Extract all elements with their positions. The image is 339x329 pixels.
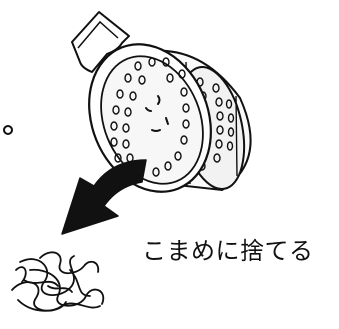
discard-arrow-icon xyxy=(61,159,147,235)
hair-clump-icon xyxy=(11,251,105,312)
instruction-caption: こまめに捨てる xyxy=(142,237,314,265)
strainer-handle-icon xyxy=(71,11,130,73)
strainer-handle-inner-line xyxy=(77,20,119,49)
small-circle-mark xyxy=(3,125,13,135)
mesh-debris xyxy=(145,95,169,132)
